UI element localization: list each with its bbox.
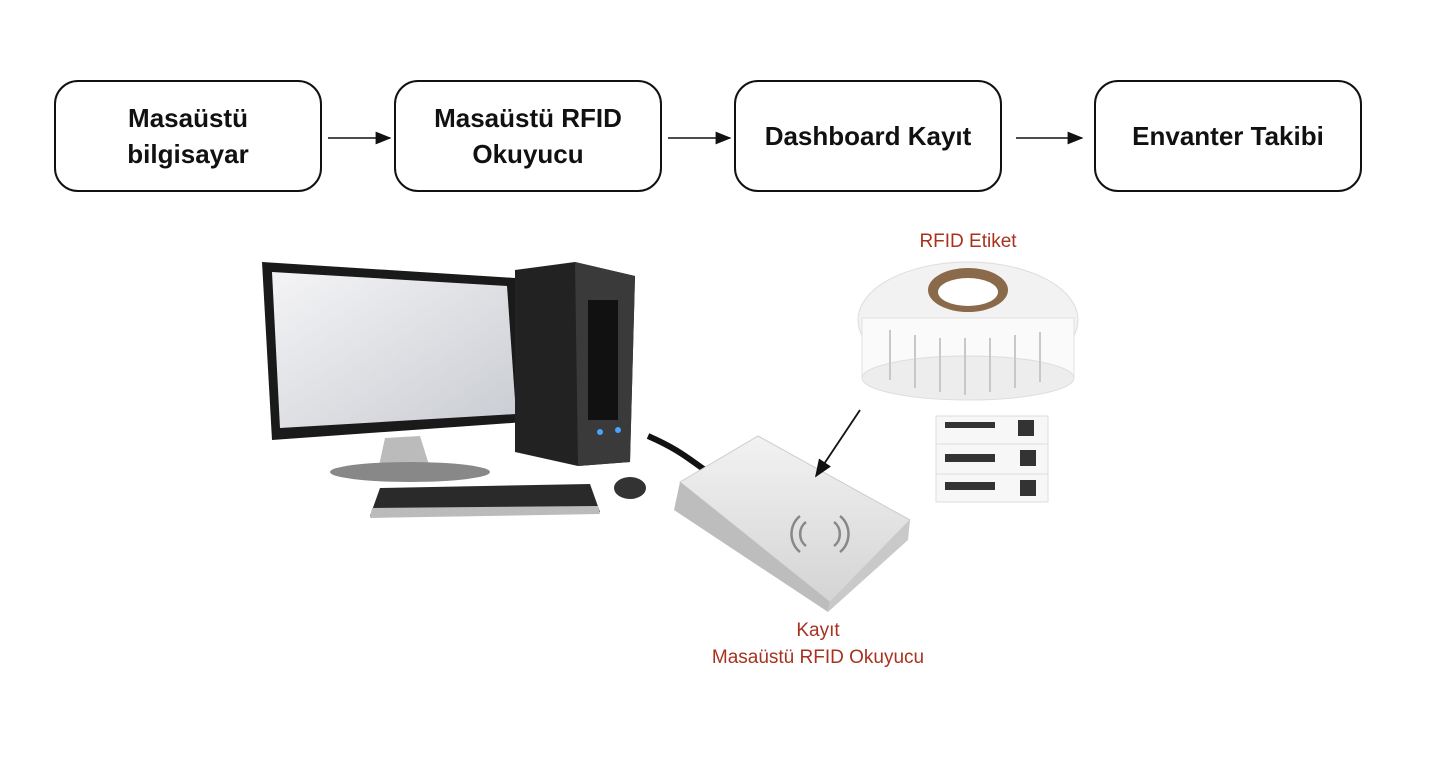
pointer-arrow bbox=[815, 409, 861, 478]
rfid-tag-roll-image bbox=[857, 261, 1079, 401]
rfid-tag-caption: RFID Etiket bbox=[919, 231, 1017, 252]
rfid-label-stack-image bbox=[935, 415, 1049, 503]
flow-step-inventory: Envanter Takibi bbox=[1094, 80, 1362, 192]
step-label-line2: Okuyucu bbox=[472, 139, 584, 169]
reader-caption-line1: Kayıt bbox=[796, 620, 840, 641]
step-label: Envanter Takibi bbox=[1132, 121, 1324, 151]
step-label-line1: Masaüstü RFID bbox=[434, 103, 622, 133]
flow-step-dashboard: Dashboard Kayıt bbox=[734, 80, 1002, 192]
reader-caption-line2: Masaüstü RFID Okuyucu bbox=[711, 647, 925, 668]
desktop-computer-image bbox=[262, 262, 707, 518]
rfid-reader-image bbox=[674, 435, 911, 612]
step-label-line1: Masaüstü bbox=[128, 103, 248, 133]
step-label: Dashboard Kayıt bbox=[764, 121, 972, 151]
flow-step-rfid-reader: Masaüstü RFID Okuyucu bbox=[394, 80, 662, 192]
reader-caption: Kayıt Masaüstü RFID Okuyucu bbox=[668, 617, 968, 671]
flow-step-desktop-computer: Masaüstü bilgisayar bbox=[54, 80, 322, 192]
step-label-line2: bilgisayar bbox=[127, 139, 249, 169]
